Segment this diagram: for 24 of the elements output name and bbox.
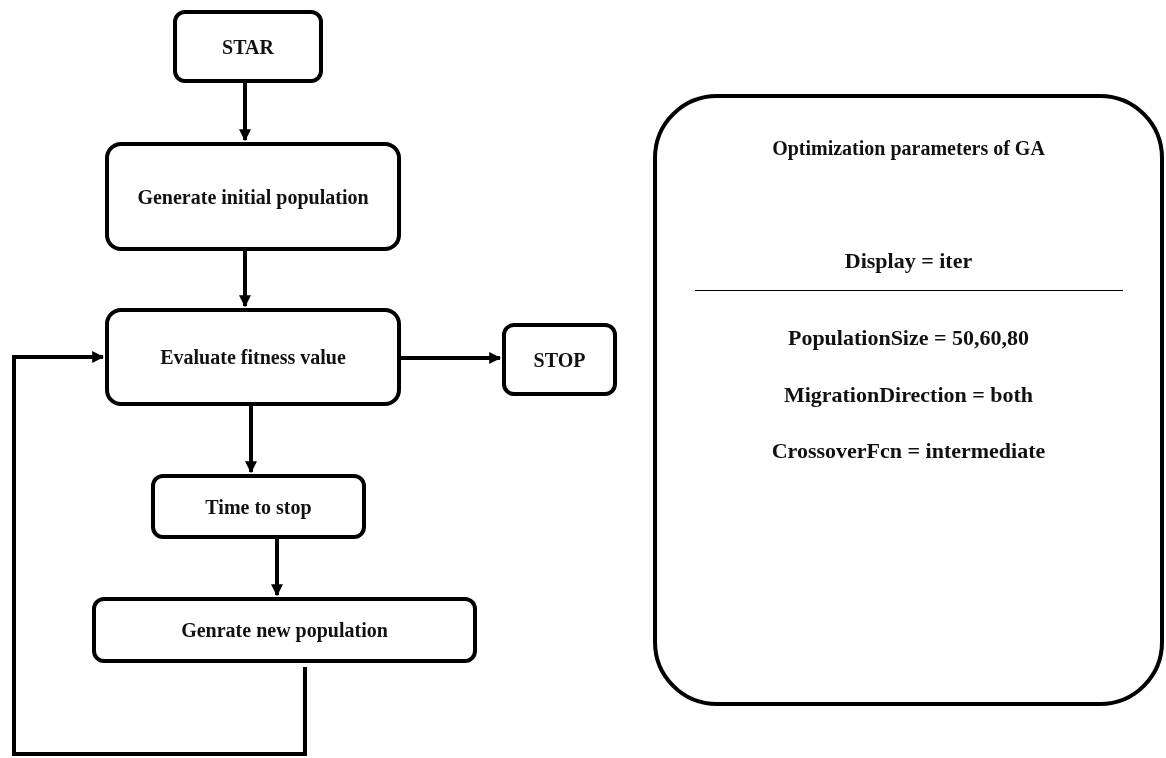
process-box [105, 308, 401, 406]
arrow [12, 351, 307, 756]
box-label: Generate initial population [136, 184, 370, 210]
parameter-text: PopulationSize = 50,60,80 [787, 325, 1030, 352]
process-box [173, 10, 323, 83]
parameter-panel [653, 94, 1164, 706]
arrow [401, 352, 502, 364]
process-box [92, 597, 477, 663]
box-label: Time to stop [204, 494, 313, 520]
process-box [105, 142, 401, 251]
arrow [271, 539, 283, 597]
arrow [239, 251, 251, 308]
arrow [239, 83, 251, 142]
arrow [245, 406, 257, 474]
process-box [151, 474, 366, 539]
process-box [502, 323, 617, 396]
box-label: STAR [221, 34, 275, 60]
box-label: Evaluate fitness value [159, 345, 347, 370]
parameter-text: Display = iter [844, 248, 973, 275]
panel-heading: Optimization parameters of GA [772, 136, 1045, 160]
box-label: STOP [532, 347, 587, 373]
parameter-text: MigrationDirection = both [783, 381, 1034, 409]
box-label: Genrate new population [180, 618, 389, 643]
parameter-text: CrossoverFcn = intermediate [771, 438, 1046, 465]
